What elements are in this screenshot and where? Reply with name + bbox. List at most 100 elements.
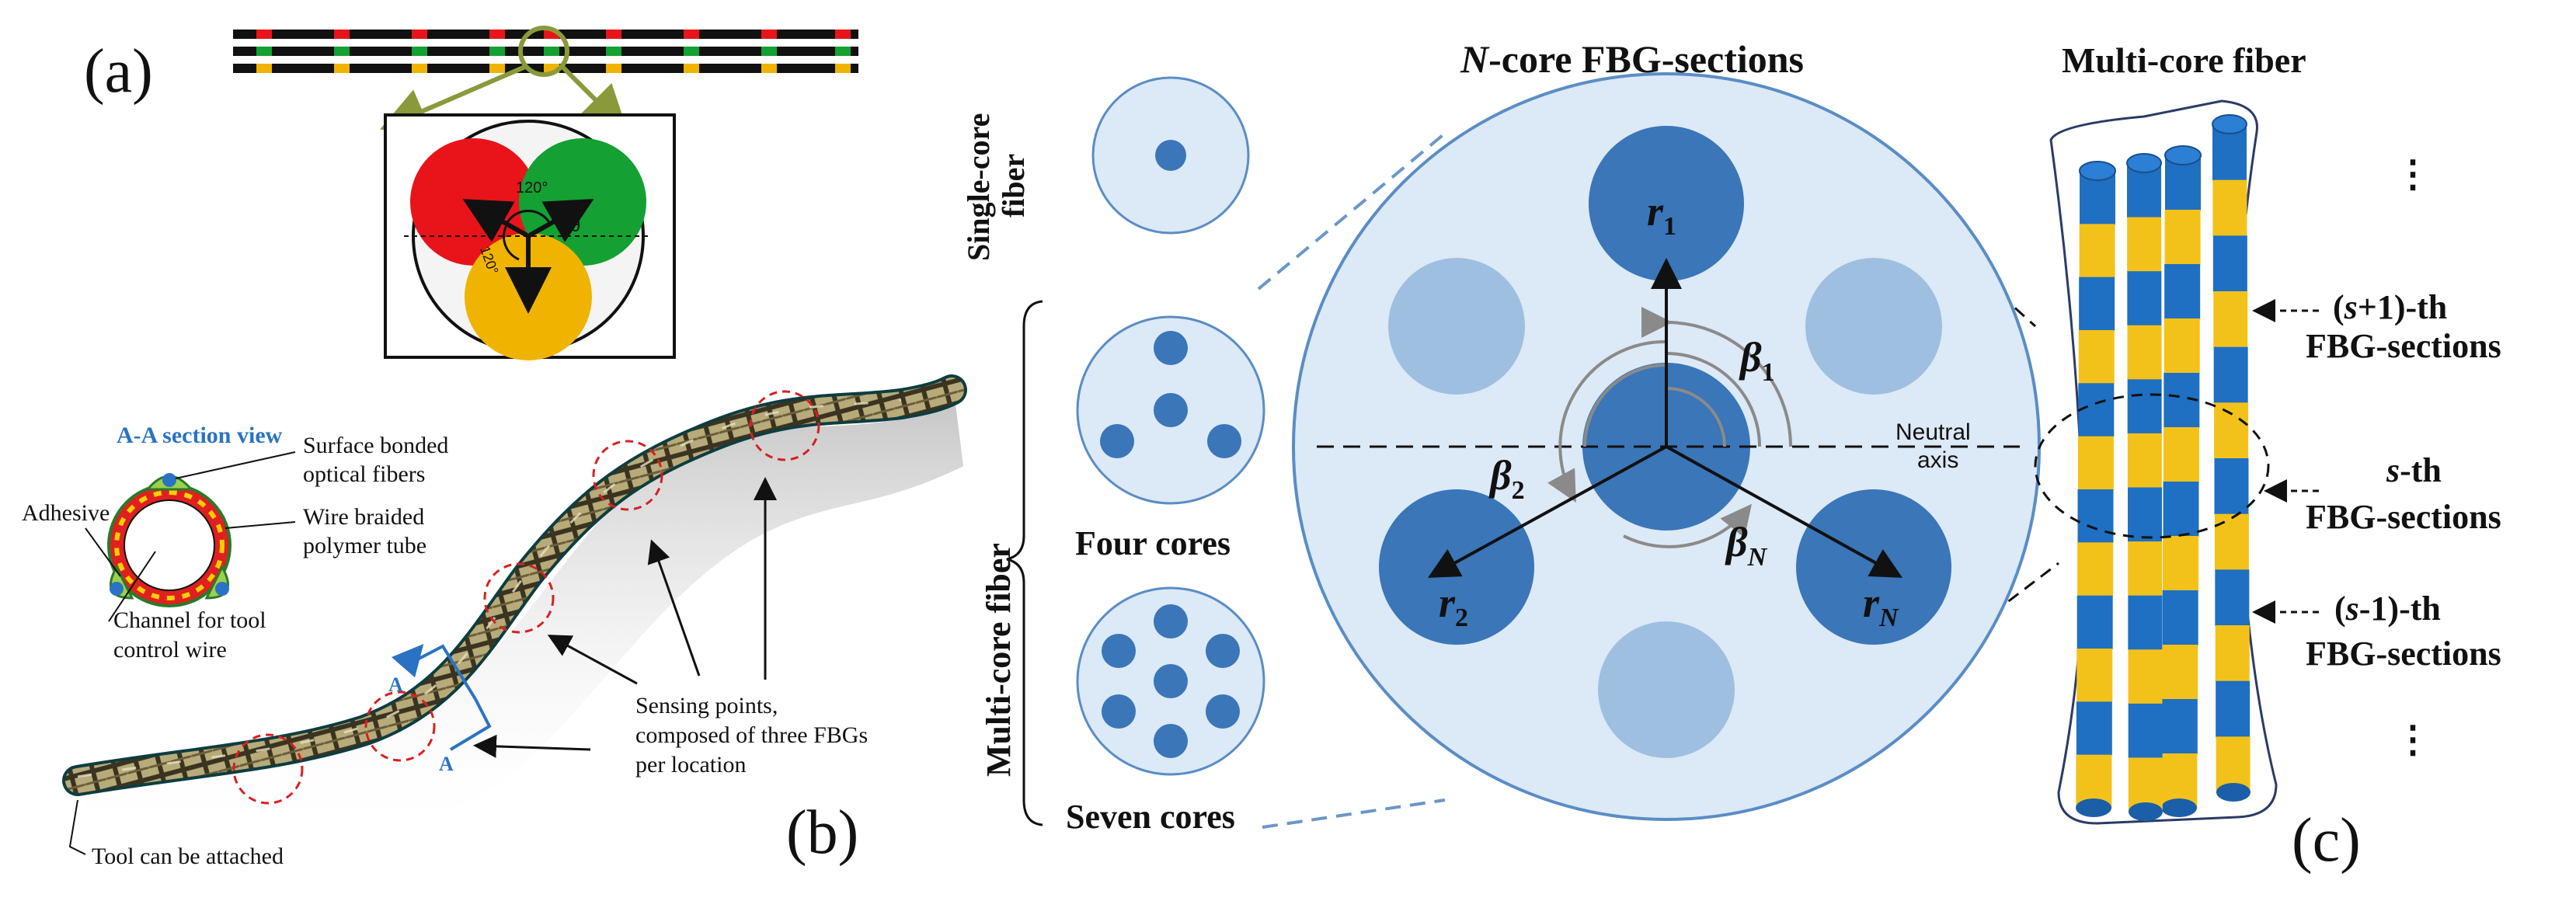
beta1-label: β1 (1739, 334, 1775, 387)
neutral-axis-label-2: axis (1917, 447, 1958, 473)
fiber-rod-segment (2128, 595, 2163, 651)
sensing-arrow-2 (647, 539, 701, 677)
sec-minus-s: s (2345, 590, 2359, 628)
fbg-mark-red (489, 30, 505, 39)
tube-shadow (85, 404, 963, 846)
section-marker-bot (449, 698, 492, 751)
leader-channel (108, 551, 156, 622)
bottom-ellipsis: ⋮ (2394, 719, 2432, 760)
sec-s-label-1: s-th (2386, 451, 2442, 489)
fbg-mark-green (489, 47, 505, 56)
fbg-mark-yellow (606, 64, 621, 73)
wire-braided-label: Wire braided (303, 504, 424, 530)
ncore-title-n: N (1460, 37, 1490, 81)
four-core-core (1154, 393, 1188, 427)
fiber-rod-segment (2164, 210, 2201, 265)
fbg-mark-green (334, 47, 350, 56)
fiber-rod-end (2216, 783, 2251, 802)
sensing-point-circle (364, 691, 436, 762)
fiber-rod-segment (2163, 536, 2199, 591)
surface-bonded-label: Surface bonded (303, 433, 448, 458)
fbg-mark-red (334, 30, 350, 39)
beta2-sub: 2 (1512, 476, 1525, 505)
section-inner-white (124, 499, 215, 591)
fiber-rod-segment (2127, 271, 2162, 326)
four-core-core (1207, 424, 1241, 458)
fbg-mark-green (684, 47, 699, 56)
optical-fiber-left (110, 582, 124, 596)
sec-s-s: s (2386, 451, 2400, 489)
fiber-rod-segment (2079, 277, 2115, 331)
channel-label-1: Channel for tool (113, 607, 266, 633)
fiber-rod-segment (2163, 427, 2199, 482)
fiber-rod-segment (2214, 458, 2249, 515)
sensing-point-circle (749, 390, 820, 461)
betan-label: βN (1725, 519, 1768, 572)
rn-base: r (1863, 579, 1880, 626)
fbg-mark-red (761, 30, 777, 39)
fiber-rod-segment (2078, 330, 2115, 384)
multicore-title: Multi-core fiber (2062, 40, 2306, 80)
fiber-rod-cap (2164, 145, 2202, 165)
sensing-arrow-1 (547, 635, 638, 685)
ncore-core-1 (1589, 126, 1744, 281)
fiber-rod-cap (2079, 161, 2116, 181)
rn-sub: N (1878, 604, 1899, 632)
fiber-rod-segment (2216, 680, 2251, 738)
fiber-rod-segment (2077, 542, 2114, 597)
fiber-rod-cap (2126, 153, 2162, 173)
fbg-mark-yellow (489, 64, 505, 73)
s-section-ellipse (2034, 393, 2270, 539)
neutral-axis-label-1: Neutral (1895, 419, 1971, 445)
panel-a: (a) 120° 120° θ (84, 26, 858, 360)
fbg-mark-green (544, 47, 559, 56)
single-core-label-1: Single-core (961, 113, 996, 261)
seven-core-core (1154, 604, 1188, 638)
beta1-sub: 1 (1762, 358, 1775, 387)
fiber-rod-segment (2213, 291, 2248, 348)
zoom-circle (518, 26, 569, 77)
fiber-rod-segment (2163, 482, 2199, 537)
seven-core-core (1102, 634, 1136, 668)
r1-sub: 1 (1663, 212, 1676, 241)
tool-attached-label: Tool can be attached (92, 844, 284, 869)
rn-label: rN (1863, 579, 1899, 632)
beta2-label: β2 (1488, 452, 1525, 505)
ncore-light-top-left (1388, 258, 1525, 395)
section-letter-bot: A (439, 753, 454, 775)
seven-core-core (1206, 694, 1240, 729)
sec-plus-label-2: FBG-sections (2306, 327, 2501, 365)
optical-fibers-label: optical fibers (303, 461, 425, 487)
single-core-label-2: fiber (996, 154, 1031, 217)
section-arrow-top (391, 643, 424, 678)
optical-fiber-top (162, 473, 176, 487)
polymer-tube-label: polymer tube (303, 533, 426, 558)
angle-label-top: 120° (516, 179, 548, 197)
sec-plus-s: s (2344, 288, 2358, 326)
fbg-mark-yellow (256, 64, 272, 73)
section-view-diagram (107, 473, 231, 607)
braided-tube (65, 377, 964, 793)
fiber-rod-end (2129, 802, 2163, 821)
panel-c: Single-core fiber Multi-core fiber Four … (961, 37, 2501, 875)
fiber-rod-segment (2127, 325, 2162, 381)
angle-arc-theta (558, 218, 566, 237)
fiber-rods (2076, 114, 2251, 821)
section-letter-top: A (388, 673, 403, 696)
seven-core-cores (1102, 604, 1240, 758)
fbg-mark-yellow (334, 64, 350, 73)
angle-arc-top (505, 210, 552, 224)
leader-wire-braided (225, 521, 296, 529)
sensing-label-1: Sensing points, (635, 693, 778, 718)
section-view-title: A-A section view (117, 423, 283, 448)
sec-minus-close: -1)-th (2359, 590, 2441, 628)
fbg-mark-yellow (761, 64, 777, 73)
vector-green (527, 199, 594, 242)
sensing-arrow-4 (473, 734, 591, 758)
four-core-core (1154, 331, 1188, 365)
fbg-mark-green (606, 47, 621, 56)
fiber-rod-segment (2079, 224, 2115, 278)
sensing-circles (232, 390, 820, 805)
fiber-rod-segment (2214, 513, 2249, 571)
beta1-arc (1666, 387, 1726, 447)
